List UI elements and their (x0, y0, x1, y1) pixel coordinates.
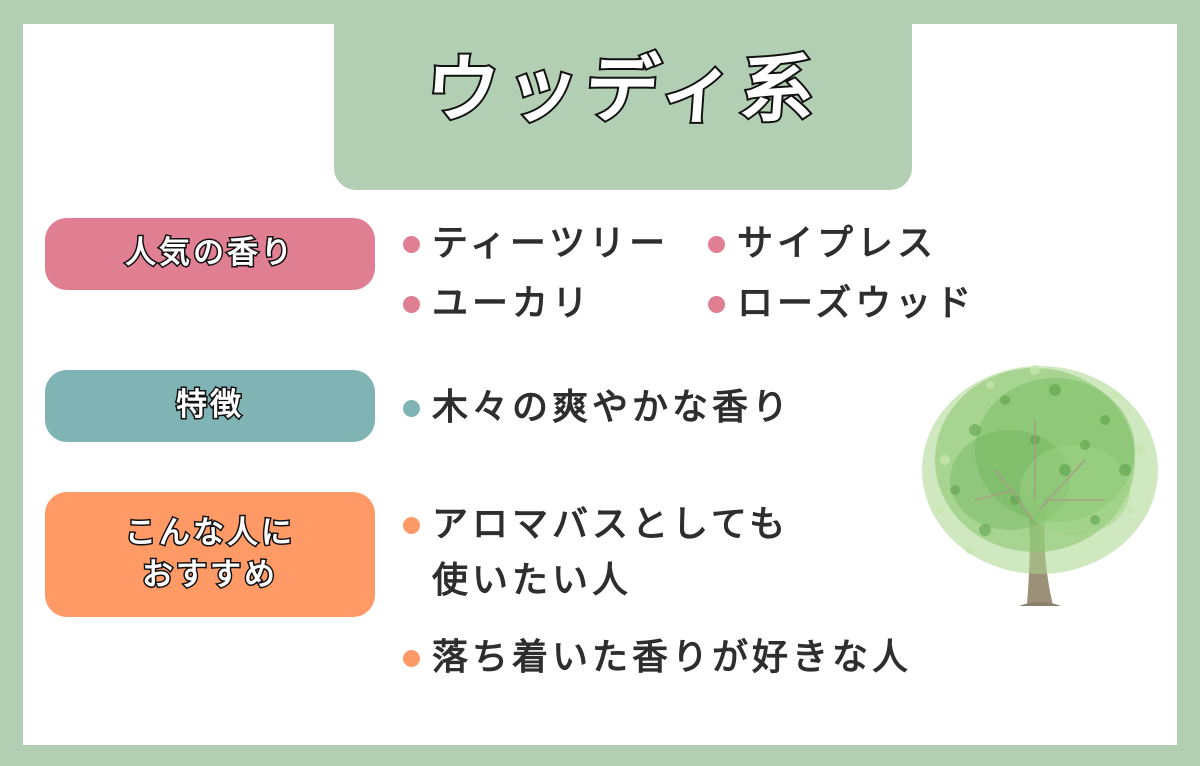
bullet-dot-icon (708, 296, 725, 313)
list-item: ティーツリー (403, 216, 669, 272)
list-item: アロマバスとしても 使いたい人 (403, 497, 789, 609)
recommended-calm-scent: 落ち着いた香りが好きな人 (432, 637, 913, 678)
list-item: ローズウッド (708, 276, 975, 332)
list-item: サイプレス (708, 216, 937, 272)
bullet-dot-icon (403, 517, 420, 534)
list-item: 木々の爽やかな香り (403, 380, 792, 436)
list-item: 落ち着いた香りが好きな人 (403, 630, 912, 686)
popular-scent-teatree: ティーツリー (432, 223, 670, 264)
popular-scent-cypress: サイプレス (737, 223, 938, 264)
bullet-dot-icon (403, 650, 420, 667)
list-item: ユーカリ (403, 276, 592, 332)
bullet-dot-icon (708, 236, 725, 253)
feature-text: 木々の爽やかな香り (432, 387, 793, 428)
popular-scent-eucalyptus: ユーカリ (432, 283, 593, 324)
tree-icon (922, 365, 1158, 606)
bullet-dot-icon (403, 236, 420, 253)
recommended-heading: こんな人に おすすめ (124, 513, 295, 594)
bullet-dot-icon (403, 296, 420, 313)
page-title: ウッディ系 (420, 45, 825, 135)
bullet-dot-icon (403, 400, 420, 417)
features-heading: 特徴 (175, 386, 244, 425)
title-banner: ウッディ系 (334, 24, 912, 190)
popular-scents-heading: 人気の香り (124, 234, 295, 273)
popular-scent-rosewood: ローズウッド (737, 283, 976, 324)
recommended-label: こんな人に おすすめ (45, 492, 375, 617)
recommended-aroma-bath: アロマバスとしても 使いたい人 (432, 504, 790, 601)
popular-scents-label: 人気の香り (45, 218, 375, 290)
features-label: 特徴 (45, 370, 375, 442)
